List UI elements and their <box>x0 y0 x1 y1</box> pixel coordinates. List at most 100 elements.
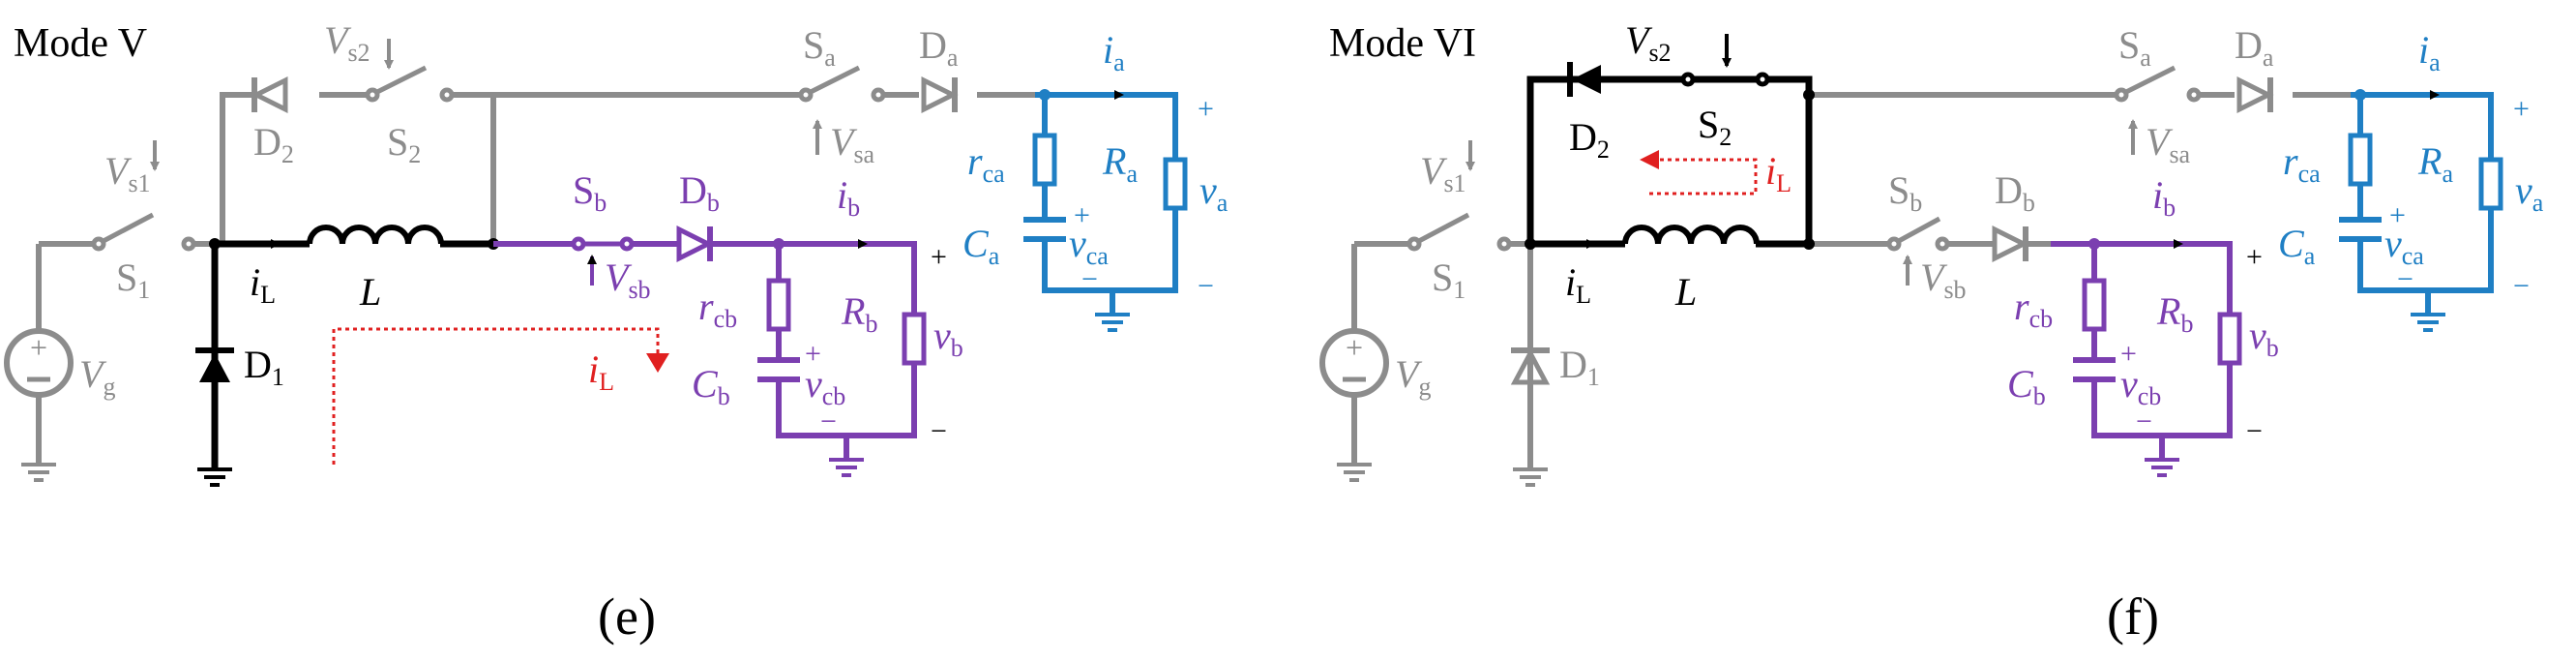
resistor-rb <box>2217 312 2242 366</box>
label-db: Db <box>1995 168 2035 217</box>
switch-s1 <box>1406 212 1512 252</box>
resistor-rca <box>1032 133 1057 187</box>
label-ca: Ca <box>962 222 1000 270</box>
label-vg: Vg <box>79 352 115 401</box>
current-path-il <box>332 327 660 465</box>
ground-b <box>829 458 864 477</box>
label-vs2: Vs2 <box>1625 18 1672 67</box>
label-ra: Ra <box>2417 139 2453 188</box>
label-vsb: Vsb <box>605 256 651 304</box>
branch-a-wiring <box>2351 92 2494 315</box>
caption-f: (f) <box>2107 587 2159 646</box>
label-va: va <box>1199 168 1229 217</box>
switch-sb <box>571 236 635 252</box>
label-ia: ia <box>1103 28 1125 76</box>
label-vs2: Vs2 <box>324 18 370 67</box>
ground-vg <box>21 463 56 482</box>
resistor-ra <box>1163 157 1188 211</box>
label-plus-vb: + <box>931 241 947 273</box>
panel-f-mode-vi: + <box>1319 18 2544 646</box>
label-d1: D1 <box>1559 343 1600 391</box>
ground-d1 <box>1513 467 1548 487</box>
resistor-ra <box>2478 157 2503 211</box>
label-sa: Sa <box>2118 23 2151 72</box>
label-ia: ia <box>2418 28 2441 76</box>
arrow-il-red-icon <box>1640 150 1659 169</box>
svg-text:+: + <box>30 330 47 365</box>
label-minus-vcb: − <box>820 406 837 437</box>
switch-s1 <box>91 212 196 252</box>
current-path-il <box>1649 158 1758 196</box>
label-rb: Rb <box>2156 289 2193 338</box>
label-sa: Sa <box>803 23 836 72</box>
junction-node <box>2088 238 2100 250</box>
label-ra: Ra <box>1102 139 1138 188</box>
label-vs1: Vs1 <box>104 149 151 197</box>
label-plus-vca: + <box>2389 199 2406 231</box>
label-ib: ib <box>837 173 860 222</box>
label-db: Db <box>679 168 720 217</box>
label-plus-vcb: + <box>805 338 821 370</box>
label-d1: D1 <box>244 343 284 391</box>
resistor-rb <box>902 312 927 366</box>
label-vsa: Vsa <box>830 120 875 168</box>
label-rcb: rcb <box>2014 285 2053 333</box>
capacitor-ca <box>2339 217 2382 242</box>
label-minus-va: − <box>2513 270 2530 302</box>
junction-node <box>1525 238 1536 250</box>
junction-node <box>1803 238 1815 250</box>
label-cb: Cb <box>692 362 730 410</box>
ground-vg <box>1337 463 1372 482</box>
branch-a-wiring <box>1035 92 1178 315</box>
label-l: L <box>1674 270 1697 314</box>
label-cb: Cb <box>2007 362 2046 410</box>
label-plus-vb: + <box>2246 241 2263 273</box>
capacitor-cb <box>757 357 800 382</box>
diode-d1 <box>1510 347 1551 385</box>
mode-title: Mode VI <box>1329 21 1476 66</box>
inactive-wiring <box>36 92 1035 465</box>
label-vg: Vg <box>1395 352 1431 401</box>
branch-b-wiring <box>493 241 917 460</box>
switch-s2 <box>365 65 455 103</box>
label-s2: S2 <box>387 120 421 168</box>
arrow-il-red-icon <box>646 353 669 373</box>
mode-title: Mode V <box>14 21 147 66</box>
label-sb: Sb <box>1888 168 1922 217</box>
label-rca: rca <box>2283 139 2321 188</box>
label-vca: vca <box>2384 222 2424 270</box>
diode-db <box>1992 225 2029 263</box>
branch-b-wiring <box>2051 241 2233 460</box>
label-rb: Rb <box>841 289 877 338</box>
labels-e: Mode V Vs1 Vs2 S1 D2 S2 Sa Da Vsa Vg iL … <box>14 18 1229 646</box>
ground-a <box>2411 313 2445 332</box>
ground-b <box>2145 458 2179 477</box>
label-il: iL <box>250 260 276 309</box>
labels-f: Mode VI Vs1 Vs2 S1 D2 S2 Sa Da Vsa Vg D1… <box>1329 18 2544 646</box>
label-vcb: vcb <box>805 362 845 410</box>
diode-db <box>676 225 714 263</box>
label-minus-vb: − <box>931 415 947 447</box>
label-rca: rca <box>967 139 1005 188</box>
source-vg: + <box>1319 328 1389 398</box>
resistor-rcb <box>766 278 791 332</box>
diode-da <box>2236 75 2274 114</box>
label-ib: ib <box>2152 173 2176 222</box>
switch-sa <box>798 65 886 103</box>
label-vsb: Vsb <box>1920 256 1967 304</box>
label-vs1: Vs1 <box>1420 149 1466 197</box>
label-plus-vca: + <box>1074 199 1090 231</box>
label-l: L <box>359 270 381 314</box>
label-s2: S2 <box>1698 103 1732 151</box>
label-minus-vb: − <box>2246 415 2263 447</box>
junction-node <box>209 238 221 250</box>
label-vsa: Vsa <box>2146 120 2191 168</box>
label-minus-vca: − <box>2397 263 2413 295</box>
junction-node <box>773 238 785 250</box>
label-il-red: iL <box>588 347 614 396</box>
inactive-wiring <box>1351 92 2351 469</box>
ground-a <box>1095 313 1130 332</box>
label-rcb: rcb <box>698 285 737 333</box>
diode-d2 <box>1567 62 1601 97</box>
